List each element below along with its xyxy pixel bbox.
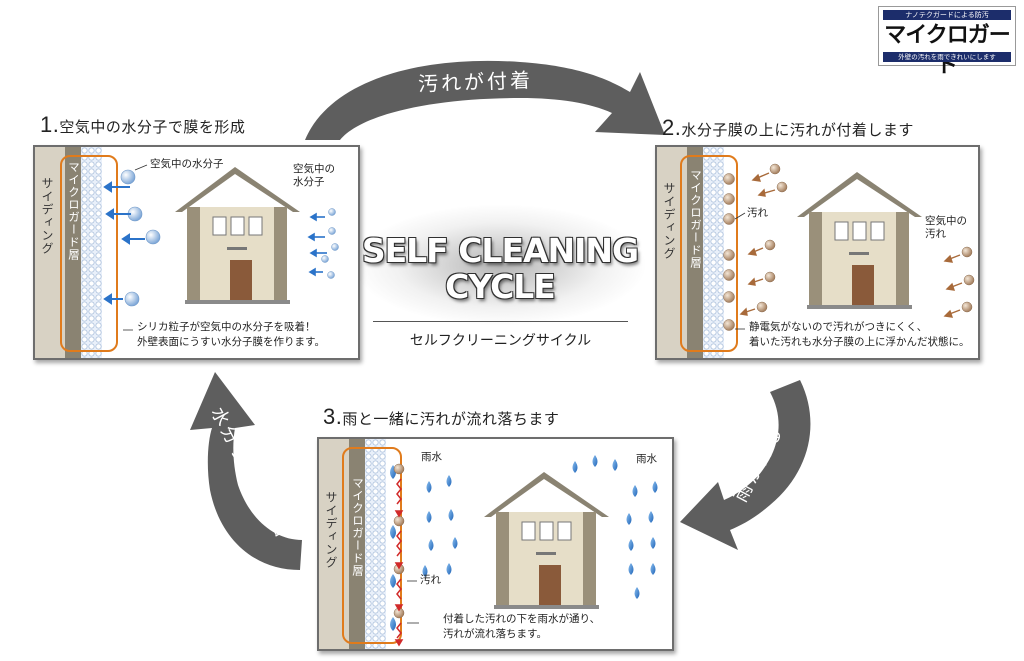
step1-guard-label: マイクロガード層 [67,161,81,261]
step1-molecule-label: 空気中の水分子 [150,158,224,170]
step1-siding-label: サイディング [40,177,54,255]
molecule [124,291,140,307]
center-glow [355,205,645,325]
center-subtitle: セルフクリーニングサイクル [409,333,592,349]
step2-water-film [703,147,724,358]
step1-caption: シリカ粒子が空気中の水分子を吸着！ 外壁表面にうすい水分子膜を作ります。 [137,320,325,350]
center-title-line1: SELF CLEANING [361,231,639,270]
step2-panel: サイディング マイクロガード層 [655,145,980,360]
step1-illustration [103,164,339,331]
logo-tagline: ナノテクガードによる防汚 [883,10,1011,20]
step3-rain-label-right: 雨水 [636,453,657,465]
step2-siding-label: サイディング [662,182,676,260]
arrow-right-shape [680,380,811,550]
brand-logo: ナノテクガードによる防汚 マイクロガード 外壁の汚れを雨できれいにします [878,6,1016,78]
house [797,172,922,309]
step3-caption-line1: 付着した汚れの下を雨水が通り、 [443,613,601,625]
arrow-top-shape [305,60,665,140]
step2-air-label: 空気中の 汚れ [925,215,967,240]
step1-caption-line1: シリカ粒子が空気中の水分子を吸着！ [137,321,316,333]
dirt-on-film [723,173,735,331]
step2-guard-layer [687,147,703,358]
step3-title: 3.雨と一緒に汚れが流れ落ちます [323,404,559,430]
step1-water-film [81,147,102,358]
dirt-flying [756,163,975,313]
house [484,472,609,609]
step3-illustration [390,455,658,647]
center-title: SELF CLEANING CYCLE [345,233,655,305]
step2-caption: 静電気がないので汚れがつきにくく、 着いた汚れも水分子膜の上に浮かんだ状態に。 [749,320,970,350]
molecule [145,229,161,245]
attraction-arrows [103,181,145,305]
arrow-left-shape [190,372,302,570]
step1-caption-line2: 外壁表面にうすい水分子膜を作ります。 [137,336,325,348]
rain-drops-left [422,475,458,577]
step3-guard-layer [349,439,365,649]
step2-caption-line2: 着いた汚れも水分子膜の上に浮かんだ状態に。 [749,336,970,348]
air-molecules [321,208,339,279]
step1-panel: サイディング マイクロガード層 [33,145,360,360]
step1-title: 1.空気中の水分子で膜を形成 [40,112,245,138]
step2-title: 2.水分子膜の上に汚れが付着します [662,115,914,141]
step1-number: 1. [40,112,60,137]
step3-siding-label: サイディング [324,491,338,569]
step2-highlight [680,155,738,352]
center-divider [373,321,628,322]
step2-illustration [723,163,975,331]
arrow-top-label: 汚れが付着 [417,67,534,96]
step3-highlight [342,447,402,644]
step3-caption: 付着した汚れの下を雨水が通り、 汚れが流れ落ちます。 [443,612,600,642]
step2-caption-line1: 静電気がないので汚れがつきにくく、 [749,321,928,333]
step3-siding [319,439,349,649]
step2-number: 2. [662,115,682,140]
logo-subline: 外壁の汚れを雨できれいにします [883,52,1011,62]
step1-highlight [60,155,118,352]
step2-siding [657,147,687,358]
step1-guard-layer [65,147,81,358]
wall-drops [390,465,396,631]
center-title-line2: CYCLE [445,267,556,306]
step3-dirt-label: 汚れ [420,574,441,586]
step3-title-text: 雨と一緒に汚れが流れ落ちます [342,410,560,428]
flow-arrows [394,478,404,647]
step2-dirt-label: 汚れ [747,207,768,219]
step3-panel: サイディング マイクロガード層 [317,437,674,651]
step2-guard-label: マイクロガード層 [689,169,703,269]
step3-rain-label-left: 雨水 [421,451,442,463]
step2-title-text: 水分子膜の上に汚れが付着します [681,121,914,139]
step3-caption-line2: 汚れが流れ落ちます。 [443,628,547,640]
step3-guard-label: マイクロガード層 [351,477,365,577]
molecule [120,169,136,185]
step1-air-label: 空気中の 水分子 [293,163,335,188]
dirt-arrows [739,172,963,318]
house [175,167,300,304]
rain-drops-right [572,455,658,599]
step1-title-text: 空気中の水分子で膜を形成 [59,118,246,136]
step3-water-film [365,439,386,649]
air-arrows [307,212,327,277]
step3-number: 3. [323,404,343,429]
